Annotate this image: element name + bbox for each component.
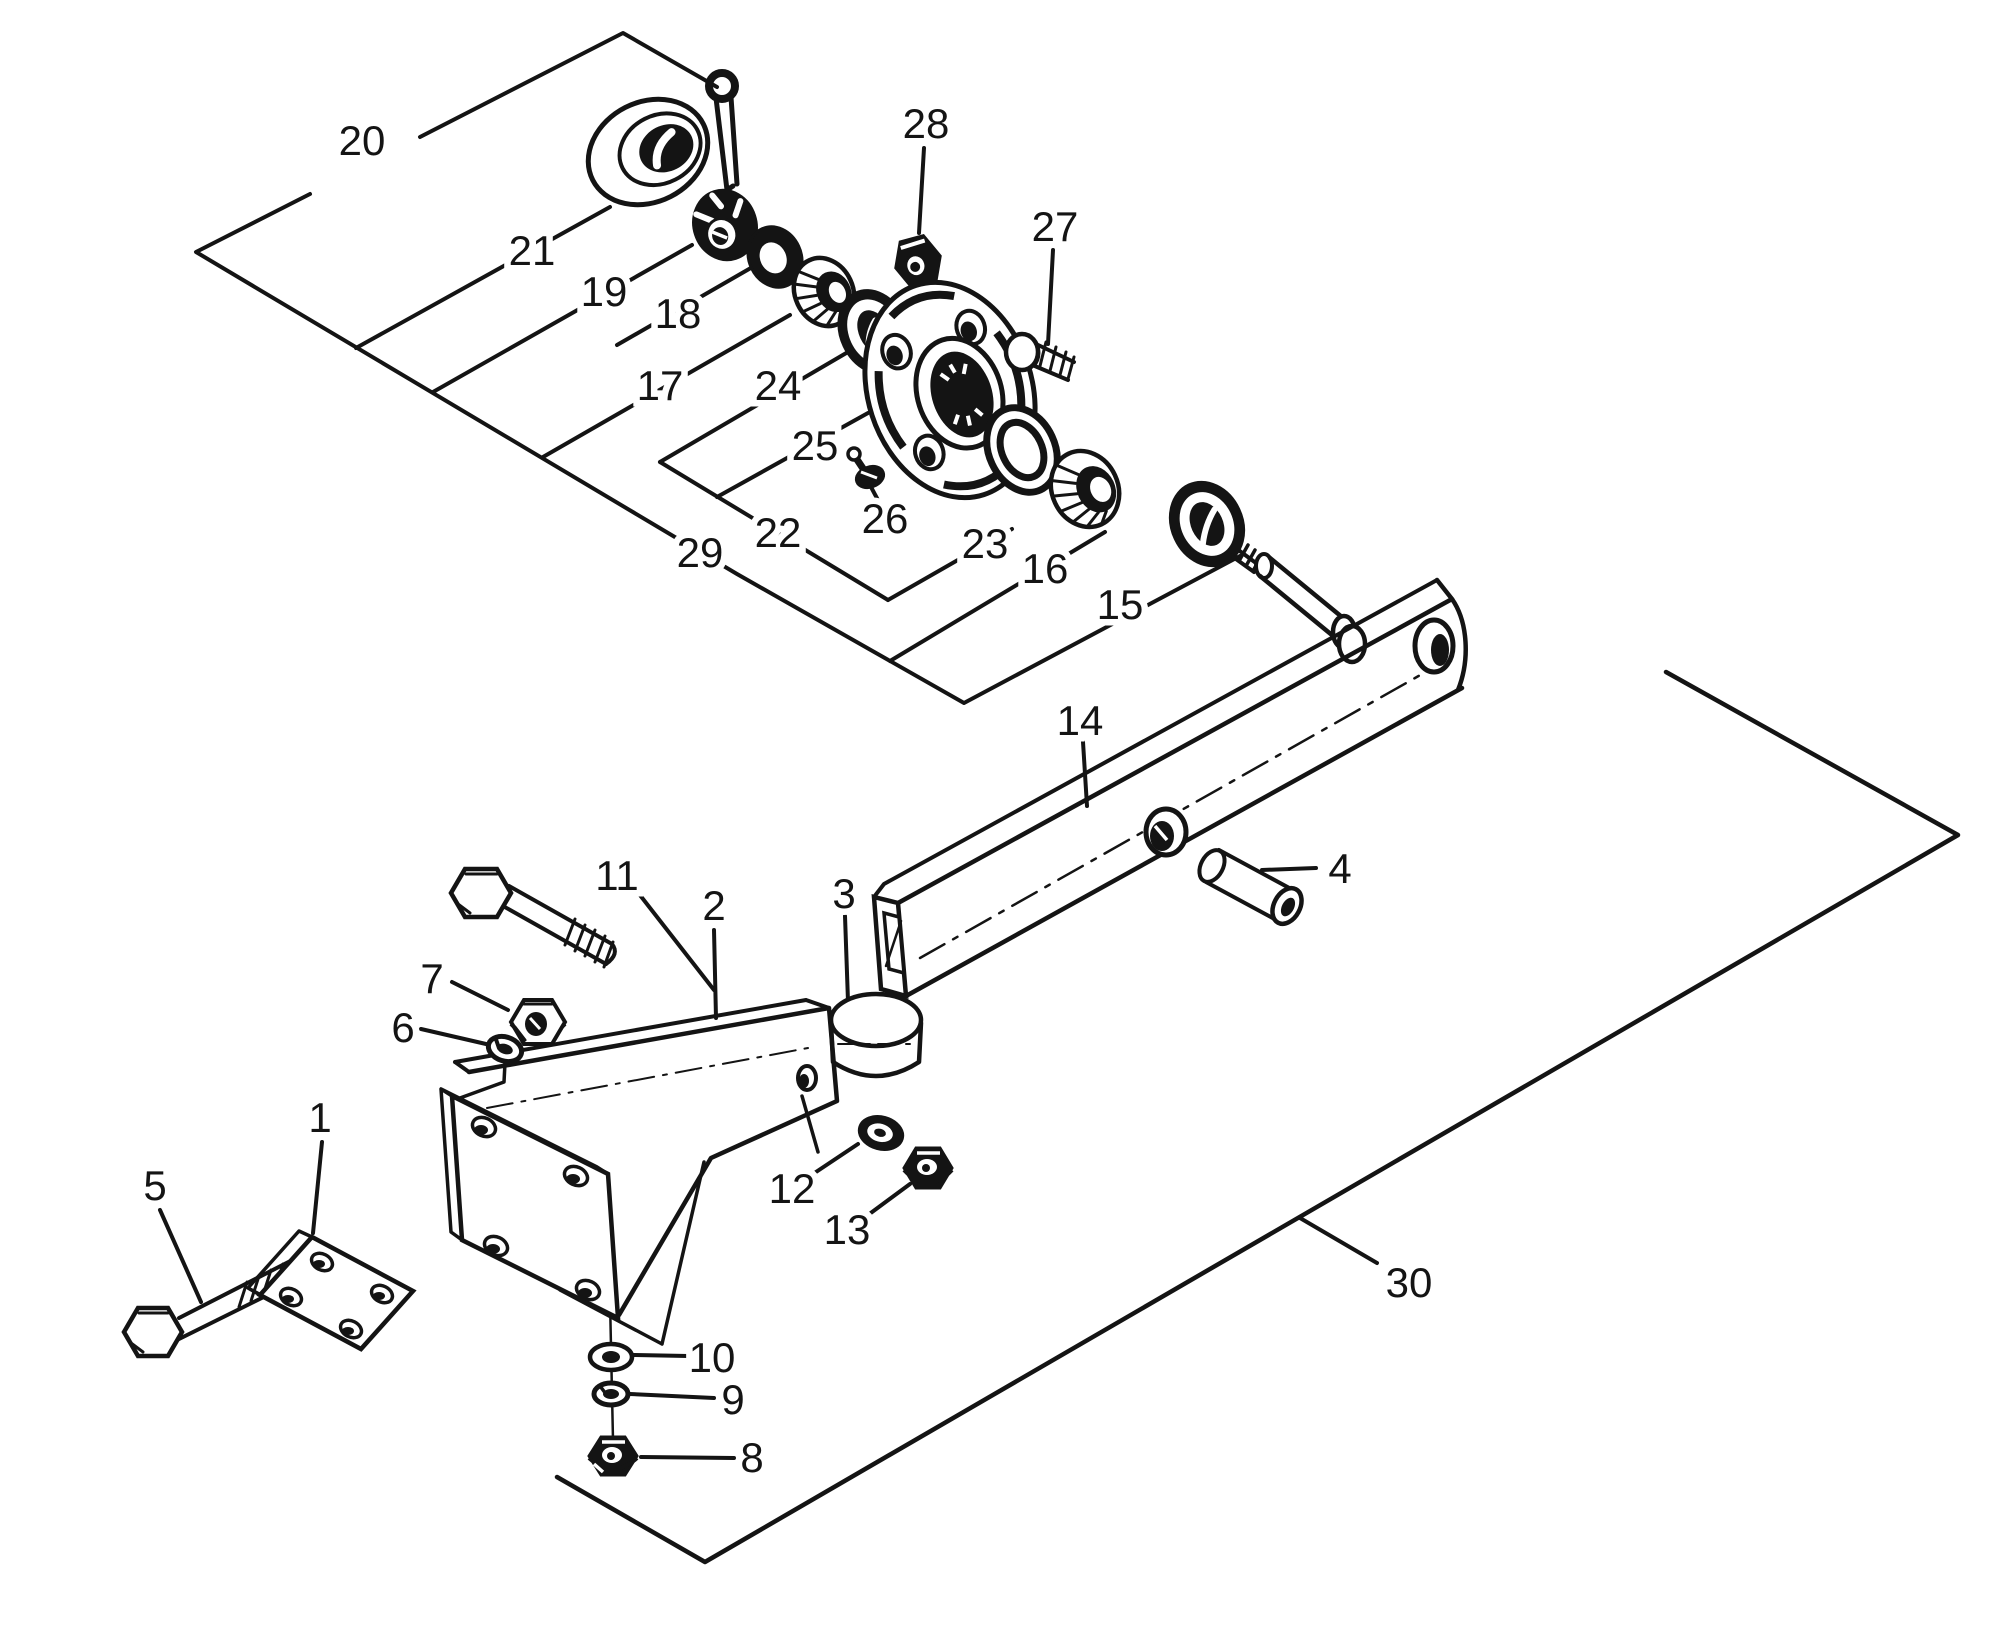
callout-label-14: 14 (1057, 697, 1104, 744)
callout-label-18: 18 (655, 290, 702, 337)
callout-label-23: 23 (962, 520, 1009, 567)
leader-branch-16 (888, 530, 1107, 663)
leader-leader-27 (1046, 248, 1055, 346)
spindle-nut (894, 234, 942, 290)
callout-label-27: 27 (1032, 203, 1079, 250)
leader-branch-24 (658, 350, 850, 464)
callout-label-19: 19 (581, 268, 628, 315)
inner-bearing-cone (1048, 448, 1122, 530)
callout-label-10: 10 (689, 1334, 736, 1381)
backing-plate-1 (246, 1229, 417, 1352)
leader-leader-1 (311, 1140, 324, 1235)
clevis-pin (1197, 848, 1304, 927)
callout-label-15: 15 (1097, 581, 1144, 628)
callout-label-9: 9 (721, 1376, 744, 1423)
lock-washer-9 (591, 1380, 631, 1408)
callout-label-25: 25 (792, 422, 839, 469)
axle-bracket (439, 998, 840, 1346)
leader-sheet-20-upper-arm (418, 31, 719, 139)
hex-nut-8 (587, 1435, 639, 1477)
callout-label-29: 29 (677, 529, 724, 576)
bearing-cup (1168, 480, 1246, 568)
callout-label-13: 13 (824, 1206, 871, 1253)
callout-label-20: 20 (339, 117, 386, 164)
leader-leader-2 (712, 928, 718, 1020)
leader-leader-9 (628, 1392, 716, 1400)
callout-label-17: 17 (637, 362, 684, 409)
callout-label-24: 24 (755, 362, 802, 409)
callout-label-5: 5 (143, 1162, 166, 1209)
axle-beam (871, 577, 1468, 1000)
leader-branch-25 (715, 411, 870, 499)
hex-nut-7 (508, 998, 568, 1046)
callout-label-3: 3 (832, 870, 855, 917)
callout-label-12: 12 (769, 1165, 816, 1212)
spindle (1227, 538, 1368, 665)
leader-sheet-30 (554, 669, 1961, 1565)
leader-branch-17 (541, 313, 792, 459)
callout-label-30: 30 (1386, 1259, 1433, 1306)
leader-branch-19 (431, 243, 694, 394)
leader-leader-13 (862, 1182, 912, 1220)
callout-label-21: 21 (509, 227, 556, 274)
lug-bolt (1003, 331, 1076, 382)
callout-label-16: 16 (1022, 545, 1069, 592)
leader-leader-7 (450, 980, 510, 1012)
leader-leader-12 (808, 1142, 860, 1178)
cotter-pin (705, 69, 740, 193)
leader-trunk-b (658, 460, 890, 602)
flat-washer-18 (746, 225, 804, 289)
leader-leader-28 (917, 146, 926, 235)
inner-seal-ring (983, 404, 1061, 496)
leader-leader-5 (158, 1208, 203, 1304)
parts-layer (121, 69, 1468, 1477)
hex-bolt-11 (448, 866, 617, 969)
outer-bearing-cone (791, 255, 857, 329)
leader-leader-11 (634, 888, 716, 992)
leader-leader-6b (458, 1061, 507, 1100)
leader-leader-10 (631, 1353, 690, 1358)
leader-leader-8 (639, 1455, 736, 1460)
leader-leader-6 (419, 1027, 488, 1046)
callout-label-11: 11 (595, 852, 639, 899)
callout-label-8: 8 (740, 1434, 763, 1481)
callout-label-28: 28 (903, 100, 950, 147)
leader-lines-layer (158, 31, 1961, 1565)
leader-branch-18 (615, 263, 758, 347)
callout-label-1: 1 (308, 1094, 331, 1141)
callout-label-22: 22 (755, 509, 802, 556)
flat-washer-10 (587, 1341, 635, 1373)
leader-leader-hole-12 (800, 1094, 820, 1154)
leader-leader-26 (869, 485, 881, 504)
leader-leader-4 (1260, 866, 1318, 872)
leader-branch-23 (886, 527, 1014, 602)
lock-washer-12 (857, 1115, 905, 1151)
hex-nut-13 (902, 1146, 954, 1190)
callout-label-26: 26 (862, 495, 909, 542)
callout-label-7: 7 (420, 955, 443, 1002)
callout-label-6: 6 (391, 1004, 414, 1051)
lock-washer-6 (485, 1033, 525, 1065)
leader-leader-30 (1298, 1216, 1379, 1265)
leader-sheet-20-trunk (194, 192, 1242, 705)
grease-zerk (846, 446, 886, 490)
callout-label-4: 4 (1328, 845, 1351, 892)
leader-branch-21 (354, 205, 612, 350)
callout-label-2: 2 (702, 882, 725, 929)
castle-nut (692, 188, 758, 262)
end-cap (828, 991, 924, 1079)
dust-cap (585, 96, 711, 208)
